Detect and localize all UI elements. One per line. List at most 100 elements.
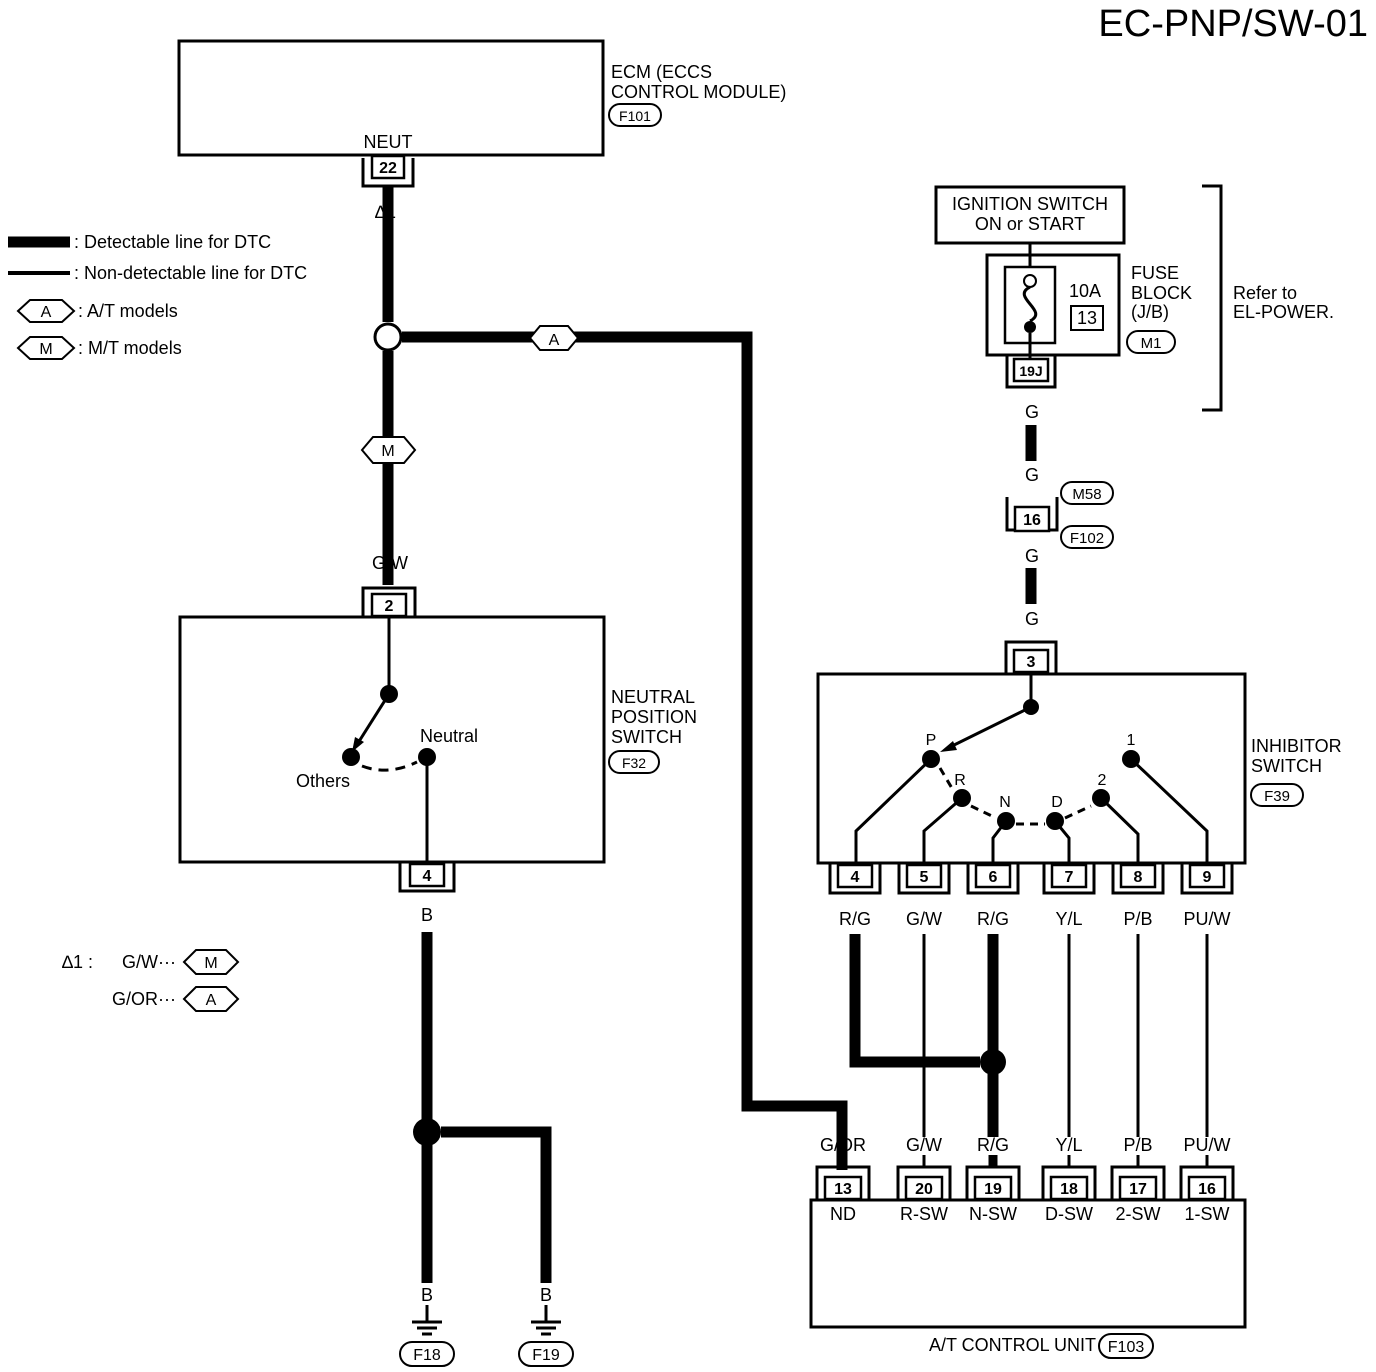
nps-pin-top: 2 [385,598,394,615]
joint-connector-bottom: F102 [1070,530,1104,547]
footnote-mark: ∆1 : [62,952,93,972]
ecm-connector-label: F101 [619,108,651,124]
legend-mt-models: : M/T models [78,338,182,358]
ignition-line2: ON or START [975,214,1085,234]
inhibitor-pin-8: 8 [1134,869,1143,886]
ground-splice [413,1118,441,1146]
fuse-label-line1: FUSE [1131,263,1179,283]
fuse-terminal-connector: 19J [1005,356,1057,389]
nps-box [178,615,606,864]
fuse-number: 13 [1077,308,1097,328]
refer-line2: EL-POWER. [1233,302,1334,322]
fuse-connector-badge: M1 [1126,330,1176,354]
tcu-pin-20: 20 [915,1181,933,1198]
footnote-line2: G/OR··· [112,989,176,1009]
nps-wire-top-color: G/W [372,553,408,573]
at-branch-wire [402,331,848,1170]
legend-at-models: : A/T models [78,301,178,321]
nps-switch [342,616,436,865]
footnote-line2-symbol: A [206,992,217,1009]
legend-at-symbol: A [41,304,52,321]
a-marker-label: A [549,332,560,349]
footnote-line1: G/W··· [122,952,176,972]
inhibitor-wire-7: Y/L [1055,909,1082,929]
joint-connector-bottom-badge: F102 [1060,525,1114,549]
ecm-box [177,39,605,157]
fuse-connector: M1 [1141,335,1162,352]
tcu-terminal-dsw: D-SW [1045,1204,1093,1224]
legend-non-detectable: : Non-detectable line for DTC [74,263,307,283]
ground-symbol-right [531,1305,561,1336]
ground-symbol-left [412,1305,442,1336]
tcu-terminal-nsw: N-SW [969,1204,1017,1224]
wire-rg-pin4 [849,934,980,1068]
tcu-box [809,1198,1247,1329]
g-wire-color-1: G [1025,402,1039,422]
splice-open [373,322,403,352]
legend: : Detectable line for DTC : Non-detectab… [8,232,307,360]
inhibitor-top-connector: 3 [1004,640,1058,674]
tcu-pin-17: 17 [1129,1181,1147,1198]
inhibitor-wire-9: PU/W [1184,909,1231,929]
inhibitor-name-line2: SWITCH [1251,756,1322,776]
nps-bottom-connector: 4 [398,862,456,893]
ecm-name-line2: CONTROL MODULE) [611,82,786,102]
tcu-connector: F103 [1108,1339,1145,1356]
tcu-terminal-rsw: R-SW [900,1204,948,1224]
ignition-line1: IGNITION SWITCH [952,194,1108,214]
inhibitor-position-2: 2 [1098,772,1107,789]
inhibitor-wire-8: P/B [1123,909,1152,929]
ecm-terminal-label: NEUT [364,132,413,152]
inhibitor-wire-4: R/G [839,909,871,929]
inhibitor-pin-top: 3 [1027,654,1036,671]
nps-connector-badge: F32 [608,750,660,774]
tcu-pin-18: 18 [1060,1181,1078,1198]
inhibitor-pin-4: 4 [851,869,860,886]
joint-connector-top: M58 [1072,486,1101,503]
tcu-terminal-2sw: 2-SW [1116,1204,1161,1224]
footnote: ∆1 : G/W··· M G/OR··· A [62,949,240,1012]
ignition-switch-box [934,185,1126,245]
inhibitor-position-n: N [999,794,1011,811]
nps-name-line2: POSITION [611,707,697,727]
nps-neutral-label: Neutral [420,726,478,746]
g-wire-color-4: G [1025,609,1039,629]
ground-connector-right: F19 [532,1347,560,1364]
diagram-title: EC-PNP/SW-01 [1098,3,1368,45]
inhibitor-pin-6: 6 [989,869,998,886]
inhibitor-wire-6: R/G [977,909,1009,929]
ground-connector-left: F18 [413,1347,441,1364]
nps-others-label: Others [296,771,350,791]
joint-connector-top-badge: M58 [1060,481,1114,505]
tcu-terminal-1sw: 1-SW [1185,1204,1230,1224]
inhibitor-connector: F39 [1264,788,1290,805]
ground-wire-right-color: B [540,1285,552,1305]
tcu-connectors: 13 20 19 18 17 16 [815,1165,1235,1201]
m-marker-label: M [381,443,394,460]
footnote-line1-symbol: M [204,955,217,972]
legend-detectable: : Detectable line for DTC [74,232,271,252]
nps-top-connector: 2 [361,586,417,618]
ground-wire-left-color: B [421,1285,433,1305]
tcu-pin-16: 16 [1198,1181,1216,1198]
g-wire-joint-pin: 16 [1023,512,1041,529]
ecm-connector-badge: F101 [608,103,662,127]
inhibitor-pin-9: 9 [1203,869,1212,886]
inhibitor-position-r: R [954,772,966,789]
ecm-terminal-connector: 22 [361,154,415,188]
nps-pin-bottom: 4 [423,868,432,885]
ground-wire-branch [441,1126,552,1283]
fuse-number-box [1070,305,1104,331]
inhibitor-pin-7: 7 [1065,869,1074,886]
tcu-connector-badge: F103 [1098,1333,1154,1359]
tcu-pin-13: 13 [834,1181,852,1198]
ecm-name-line1: ECM (ECCS [611,62,712,82]
m-marker-on-wire: M [360,436,417,464]
fuse-terminal: 19J [1019,363,1042,379]
refer-bracket [1202,184,1223,412]
inhibitor-connector-badge: F39 [1250,783,1304,807]
tcu-wire-13: G/OR [820,1135,866,1155]
fuse-label-line3: (J/B) [1131,302,1169,322]
tcu-wire-18: Y/L [1055,1135,1082,1155]
